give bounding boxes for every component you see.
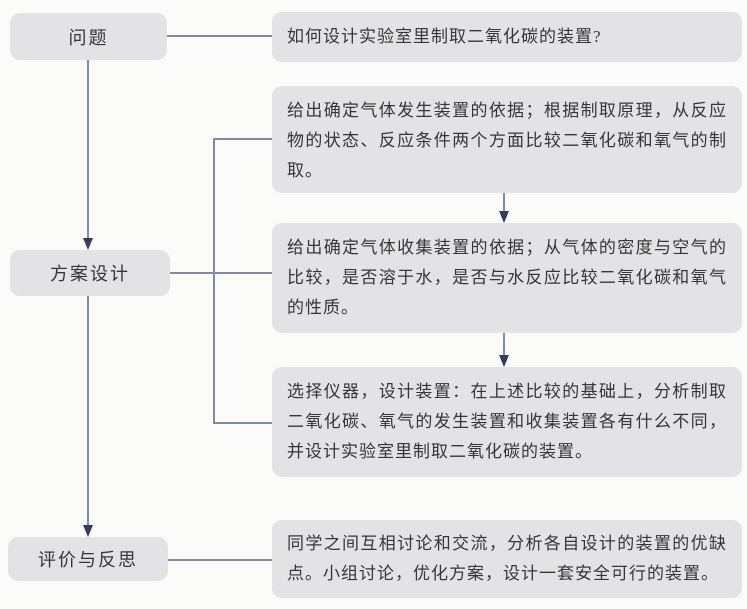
- down-arrow-icon: [83, 238, 93, 250]
- detail-node-question: 如何设计实验室里制取二氧化碳的装置?: [272, 12, 742, 62]
- detail-node-discussion: 同学之间互相讨论和交流，分析各自设计的装置的优缺点。小组讨论，优化方案，设计一套…: [272, 520, 742, 598]
- down-arrow-icon: [83, 525, 93, 537]
- stage-label-evaluate: 评价与反思: [38, 550, 138, 570]
- stage-node-design: 方案设计: [10, 250, 170, 296]
- detail-text-generation: 给出确定气体发生装置的依据；根据制取原理，从反应物的状态、反应条件两个方面比较二…: [287, 101, 727, 180]
- detail-text-discussion: 同学之间互相讨论和交流，分析各自设计的装置的优缺点。小组讨论，优化方案，设计一套…: [287, 534, 727, 583]
- connector-design-collection: [170, 272, 272, 274]
- detail-text-question: 如何设计实验室里制取二氧化碳的装置?: [287, 27, 602, 46]
- connector-generation-collection: [503, 193, 505, 211]
- detail-text-apparatus: 选择仪器，设计装置：在上述比较的基础上，分析制取二氧化碳、氧气的发生装置和收集装…: [287, 382, 727, 461]
- connector-design-evaluate: [87, 296, 89, 525]
- down-arrow-icon: [499, 355, 509, 367]
- connector-problem-question: [167, 35, 272, 37]
- detail-node-generation: 给出确定气体发生装置的依据；根据制取原理，从反应物的状态、反应条件两个方面比较二…: [272, 86, 742, 193]
- stage-label-design: 方案设计: [50, 264, 130, 284]
- connector-evaluate-discussion: [168, 559, 272, 561]
- detail-text-collection: 给出确定气体收集装置的依据；从气体的密度与空气的比较，是否溶于水，是否与水反应比…: [287, 238, 727, 317]
- stage-node-problem: 问题: [10, 13, 167, 60]
- detail-node-collection: 给出确定气体收集装置的依据；从气体的密度与空气的比较，是否溶于水，是否与水反应比…: [272, 223, 742, 333]
- connector-bracket-vertical: [213, 138, 215, 422]
- connector-bracket-to-apparatus: [213, 422, 272, 424]
- detail-node-apparatus: 选择仪器，设计装置：在上述比较的基础上，分析制取二氧化碳、氧气的发生装置和收集装…: [272, 367, 742, 477]
- connector-problem-design: [87, 60, 89, 238]
- connector-bracket-to-generation: [213, 138, 272, 140]
- stage-node-evaluate: 评价与反思: [8, 537, 168, 581]
- stage-label-problem: 问题: [68, 27, 109, 48]
- connector-collection-apparatus: [503, 333, 505, 355]
- down-arrow-icon: [499, 211, 509, 223]
